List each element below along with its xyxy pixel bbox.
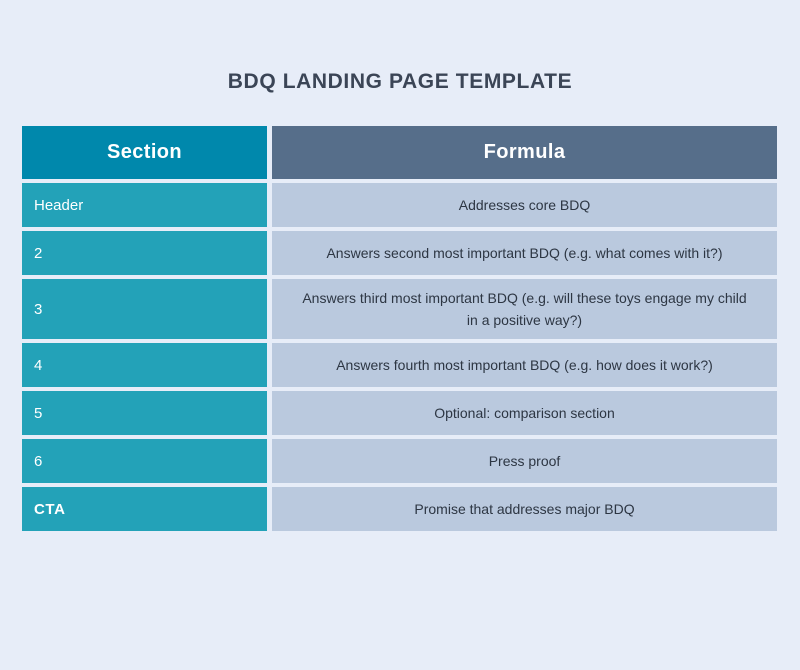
page: BDQ LANDING PAGE TEMPLATE Section Formul…: [0, 70, 800, 531]
section-cell: 4: [22, 343, 267, 387]
column-header-formula: Formula: [272, 126, 777, 179]
section-cell: 3: [22, 279, 267, 339]
section-cell: CTA: [22, 487, 267, 531]
page-title: BDQ LANDING PAGE TEMPLATE: [227, 70, 573, 93]
formula-cell: Press proof: [272, 439, 777, 483]
section-cell: 2: [22, 231, 267, 275]
formula-cell: Optional: comparison section: [272, 391, 777, 435]
section-cell: Header: [22, 183, 267, 227]
formula-cell: Promise that addresses major BDQ: [272, 487, 777, 531]
section-cell: 5: [22, 391, 267, 435]
table-header-row: Section Formula: [22, 126, 777, 179]
section-cell: 6: [22, 439, 267, 483]
column-header-section: Section: [22, 126, 267, 179]
formula-cell: Answers fourth most important BDQ (e.g. …: [272, 343, 777, 387]
formula-cell: Answers third most important BDQ (e.g. w…: [272, 279, 777, 339]
formula-cell: Answers second most important BDQ (e.g. …: [272, 231, 777, 275]
formula-cell: Addresses core BDQ: [272, 183, 777, 227]
